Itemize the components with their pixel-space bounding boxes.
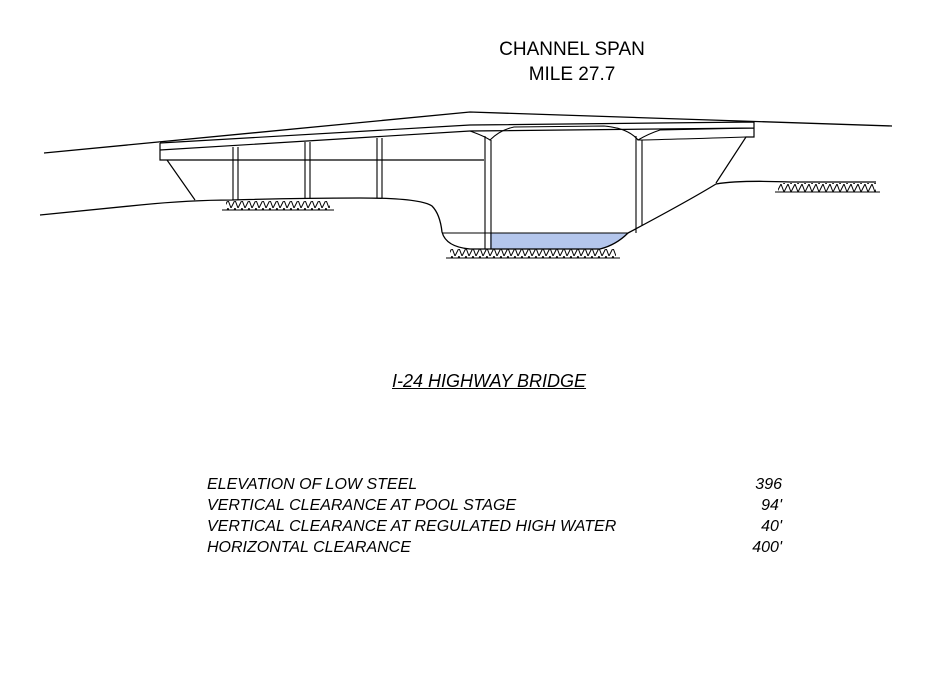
channel-span-haunch — [469, 125, 755, 141]
clearance-specs-table: ELEVATION OF LOW STEEL 396 VERTICAL CLEA… — [207, 474, 807, 558]
spec-label: VERTICAL CLEARANCE AT POOL STAGE — [207, 497, 517, 514]
mile-marker: MILE 27.7 — [528, 64, 616, 85]
pier-5 — [635, 136, 643, 233]
spec-row: ELEVATION OF LOW STEEL 396 — [207, 474, 807, 495]
spec-row: VERTICAL CLEARANCE AT POOL STAGE 94' — [207, 495, 807, 516]
spec-label: HORIZONTAL CLEARANCE — [207, 539, 411, 556]
pier-2 — [304, 142, 311, 199]
bridge-name: I-24 HIGHWAY BRIDGE — [392, 371, 587, 391]
spec-label: VERTICAL CLEARANCE AT REGULATED HIGH WAT… — [207, 518, 617, 535]
spec-row: HORIZONTAL CLEARANCE 400' — [207, 537, 807, 558]
ground-profile — [39, 180, 876, 250]
spec-label: ELEVATION OF LOW STEEL — [207, 476, 418, 493]
ground-hatch-channel — [450, 249, 616, 258]
ground-hatch-left — [226, 201, 330, 210]
ground-hatch-right — [778, 183, 876, 192]
span-title: CHANNEL SPAN — [499, 39, 645, 60]
channel-water — [490, 233, 628, 249]
bridge-piers — [232, 136, 643, 249]
pier-3 — [376, 138, 383, 198]
spec-value: 400' — [752, 539, 782, 556]
spec-value: 396 — [755, 476, 782, 493]
spec-row: VERTICAL CLEARANCE AT REGULATED HIGH WAT… — [207, 516, 807, 537]
spec-value: 40' — [761, 518, 782, 535]
pier-4 — [484, 136, 492, 249]
roadway-profile — [43, 111, 893, 154]
pier-1 — [232, 147, 239, 200]
spec-value: 94' — [761, 497, 782, 514]
bridge-deck-girder — [159, 121, 755, 201]
